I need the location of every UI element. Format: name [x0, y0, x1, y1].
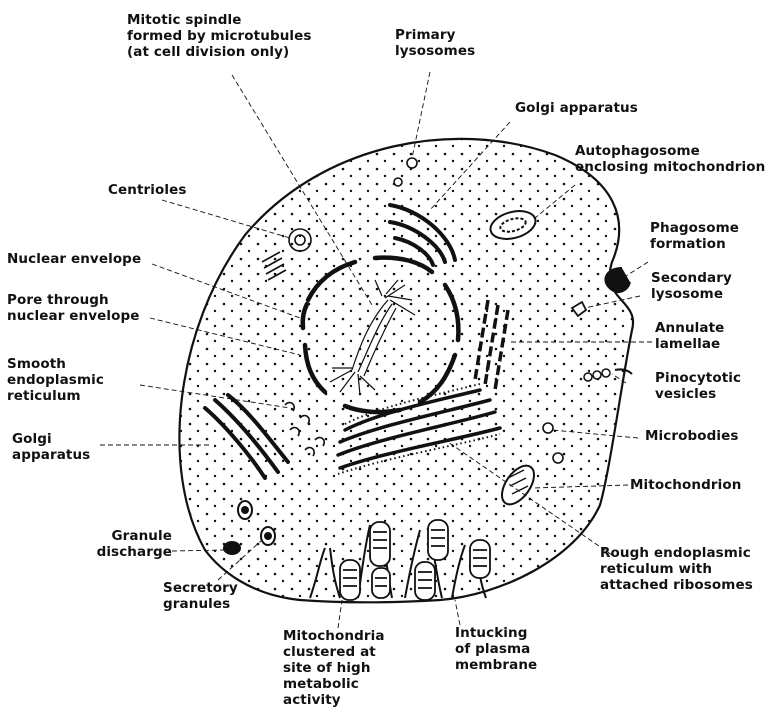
- label-phagosome: Phagosome formation: [650, 220, 739, 252]
- label-smooth-er: Smooth endoplasmic reticulum: [7, 356, 104, 404]
- label-golgi-left: Golgi apparatus: [12, 431, 90, 463]
- label-rough-er: Rough endoplasmic reticulum with attache…: [600, 545, 753, 593]
- label-primary-lysosomes: Primary lysosomes: [395, 27, 475, 59]
- label-granule-discharge: Granule discharge: [86, 528, 172, 560]
- label-golgi-top: Golgi apparatus: [515, 100, 638, 116]
- label-pore: Pore through nuclear envelope: [7, 292, 140, 324]
- label-mitochondria-clustered: Mitochondria clustered at site of high m…: [283, 628, 385, 708]
- label-microbodies: Microbodies: [645, 428, 739, 444]
- label-nuclear-envelope: Nuclear envelope: [7, 251, 141, 267]
- phagosome: [605, 268, 630, 292]
- label-centrioles: Centrioles: [108, 182, 187, 198]
- label-secondary-lysosome: Secondary lysosome: [651, 270, 732, 302]
- label-secretory-granules: Secretory granules: [163, 580, 238, 612]
- label-autophagosome: Autophagosome enclosing mitochondrion: [575, 143, 765, 175]
- label-mitochondrion: Mitochondrion: [630, 477, 741, 493]
- label-annulate-lamellae: Annulate lamellae: [655, 320, 724, 352]
- label-mitotic-spindle: Mitotic spindle formed by microtubules (…: [127, 12, 312, 60]
- label-pinocytotic-vesicles: Pinocytotic vesicles: [655, 370, 741, 402]
- label-intucking: Intucking of plasma membrane: [455, 625, 537, 673]
